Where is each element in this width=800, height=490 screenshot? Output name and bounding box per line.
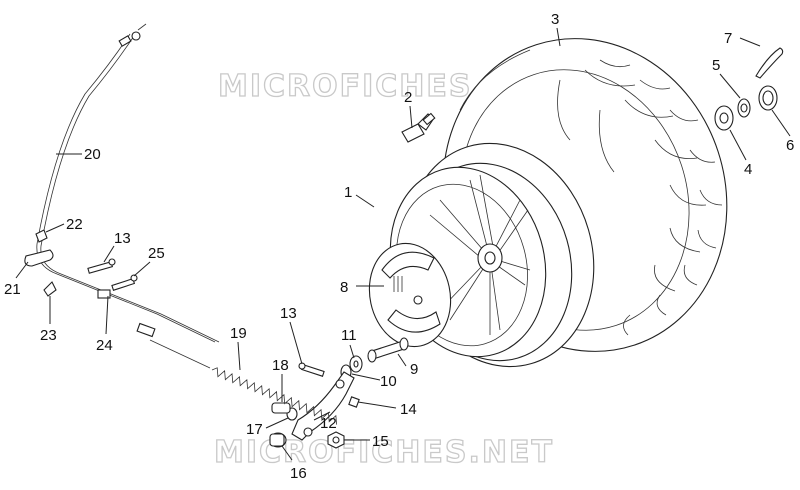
callout-17: 17 bbox=[246, 421, 263, 438]
callout-1: 1 bbox=[344, 184, 352, 201]
callout-13-upper: 13 bbox=[114, 230, 131, 247]
callouts: 1 2 3 4 5 6 7 8 9 10 11 12 13 13 14 15 1… bbox=[4, 11, 794, 482]
callout-16: 16 bbox=[290, 465, 307, 482]
bushing-18[interactable] bbox=[271, 402, 291, 414]
callout-4: 4 bbox=[744, 161, 752, 178]
callout-21: 21 bbox=[4, 281, 21, 298]
brake-cam[interactable] bbox=[367, 337, 409, 363]
cable-holder-24[interactable] bbox=[97, 289, 156, 338]
callout-23: 23 bbox=[40, 327, 57, 344]
split-pin-7[interactable] bbox=[755, 47, 784, 79]
callout-14: 14 bbox=[400, 401, 417, 418]
callout-15: 15 bbox=[372, 433, 389, 450]
axle-nut-6[interactable] bbox=[758, 85, 778, 111]
pin-16[interactable] bbox=[269, 432, 287, 448]
callout-7: 7 bbox=[724, 30, 732, 47]
callout-5: 5 bbox=[712, 57, 720, 74]
bearing-4[interactable] bbox=[714, 105, 734, 131]
callout-6: 6 bbox=[786, 137, 794, 154]
nut-14[interactable] bbox=[348, 396, 360, 408]
callout-3: 3 bbox=[551, 11, 559, 28]
callout-22: 22 bbox=[66, 216, 83, 233]
callout-25: 25 bbox=[148, 245, 165, 262]
callout-10: 10 bbox=[380, 373, 397, 390]
cable-clip-22[interactable] bbox=[35, 229, 48, 243]
bolt-13-lower[interactable] bbox=[298, 362, 325, 377]
callout-20: 20 bbox=[84, 146, 101, 163]
callout-8: 8 bbox=[340, 279, 348, 296]
callout-11: 11 bbox=[341, 327, 357, 344]
spring-19[interactable] bbox=[149, 339, 340, 425]
callout-13-lower: 13 bbox=[280, 305, 297, 322]
callout-9: 9 bbox=[410, 361, 418, 378]
callout-2: 2 bbox=[404, 89, 412, 106]
brake-shoe-assembly[interactable] bbox=[360, 236, 460, 354]
leader-lines bbox=[15, 27, 791, 461]
brake-cable[interactable] bbox=[36, 23, 220, 343]
callout-24: 24 bbox=[96, 337, 113, 354]
cable-clamp-21[interactable] bbox=[24, 249, 54, 267]
clip-23[interactable] bbox=[43, 281, 57, 297]
valve-stem[interactable] bbox=[401, 112, 436, 143]
callout-19: 19 bbox=[230, 325, 247, 342]
bolt-25[interactable] bbox=[111, 274, 138, 291]
callout-12: 12 bbox=[320, 415, 337, 432]
spacer-5[interactable] bbox=[737, 98, 751, 118]
bolt-13-upper[interactable] bbox=[87, 258, 116, 274]
nut-15[interactable] bbox=[327, 431, 345, 449]
callout-18: 18 bbox=[272, 357, 289, 374]
